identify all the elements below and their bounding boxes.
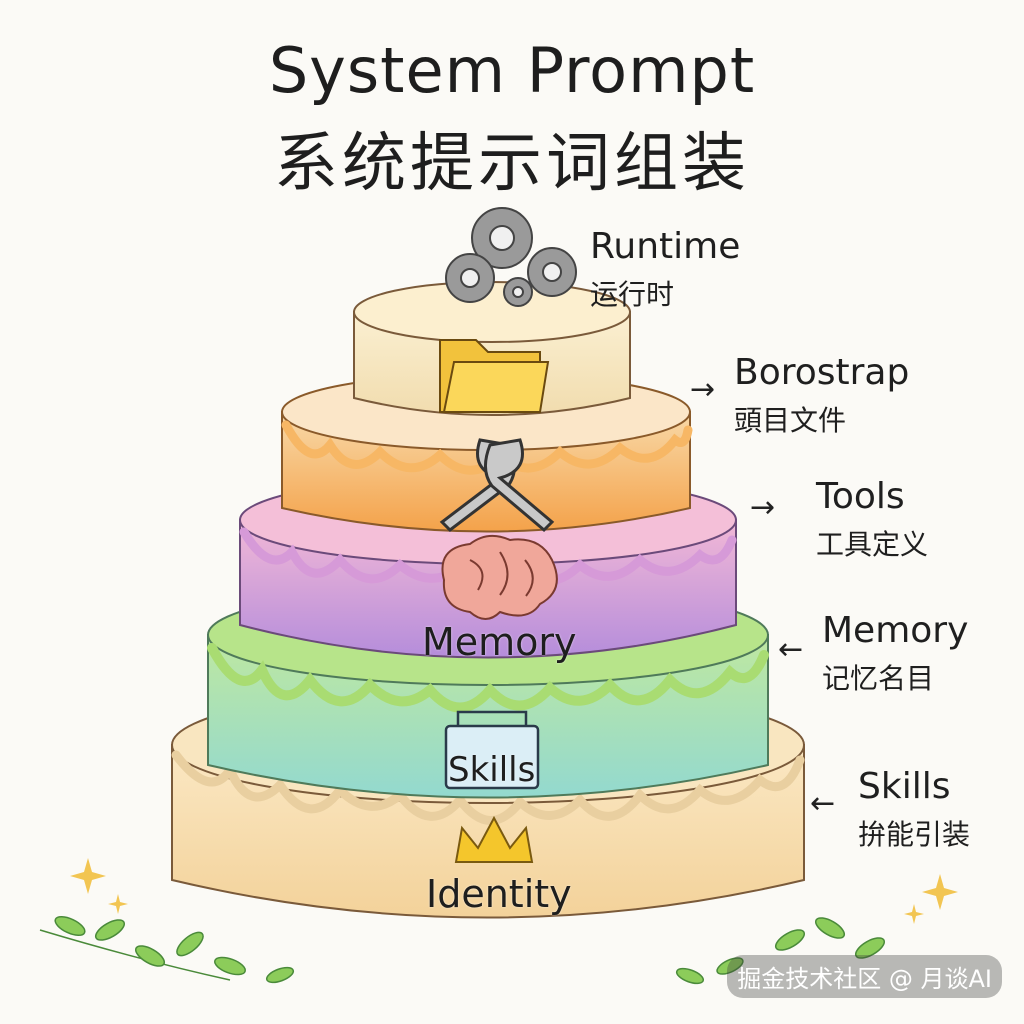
- basket-icon: [444, 710, 540, 790]
- title-english: System Prompt: [268, 34, 756, 107]
- sparkle-icon: [70, 858, 958, 924]
- arrow-memory: ←: [778, 632, 804, 667]
- brain-icon: [441, 534, 558, 620]
- label-memory: Memory 记忆名目: [822, 610, 968, 697]
- label-tools-en: Tools: [816, 476, 905, 517]
- label-skills: Skills 拚能引装: [858, 766, 970, 853]
- crown-icon: [454, 815, 534, 863]
- folder-icon: [439, 339, 550, 413]
- label-runtime-en: Runtime: [590, 226, 741, 267]
- arrow-bootstrap: →: [690, 372, 716, 407]
- arrow-tools: →: [750, 490, 776, 525]
- label-memory-en: Memory: [822, 610, 969, 651]
- label-bootstrap: Borostrap 頭目文件: [734, 352, 909, 439]
- inner-label-identity: Identity: [426, 872, 572, 916]
- label-bootstrap-en: Borostrap: [734, 352, 910, 393]
- inner-label-skills: Skills: [448, 750, 536, 790]
- watermark: 掘金技术社区 @ 月谈AI: [727, 955, 1002, 998]
- label-memory-zh: 记忆名目: [822, 662, 935, 695]
- label-skills-en: Skills: [858, 766, 951, 807]
- arrow-skills: ←: [810, 786, 836, 821]
- label-runtime-zh: 运行时: [590, 278, 675, 311]
- gears-icon: [445, 207, 577, 307]
- wrench-icon: [439, 438, 555, 533]
- label-runtime: Runtime 运行时: [590, 226, 740, 313]
- leaves-left: [39, 915, 295, 984]
- leaves-right: [675, 917, 886, 985]
- title-chinese: 系统提示词组装: [274, 127, 750, 201]
- label-bootstrap-zh: 頭目文件: [734, 404, 847, 437]
- inner-label-memory: Memory: [422, 620, 577, 664]
- label-tools: Tools 工具定义: [816, 476, 928, 563]
- label-tools-zh: 工具定义: [816, 528, 929, 561]
- label-skills-zh: 拚能引装: [858, 818, 971, 851]
